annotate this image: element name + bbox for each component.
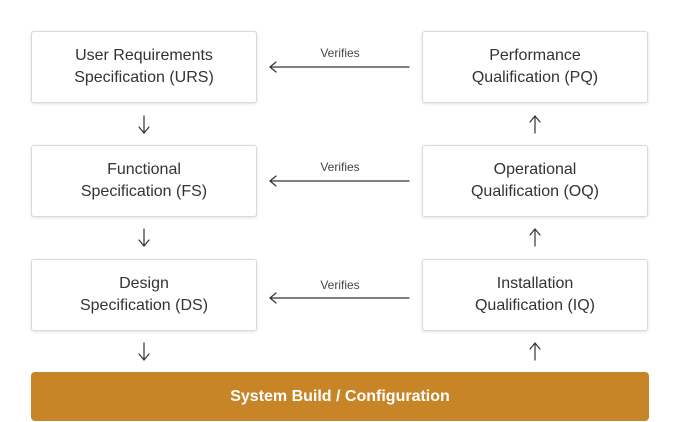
iq-line2: Qualification (IQ) xyxy=(474,297,596,314)
pq-line2: Qualification (PQ) xyxy=(471,69,599,86)
pq-line1: Performance xyxy=(489,47,581,64)
urs-line1: User Requirements xyxy=(75,47,213,64)
system-build-bar: System Build / Configuration xyxy=(31,372,649,421)
arrow-pq-to-urs xyxy=(269,61,410,73)
urs-line2: Specification (URS) xyxy=(74,69,214,86)
ds-line2: Specification (DS) xyxy=(79,297,209,314)
system-build-label: System Build / Configuration xyxy=(230,387,450,405)
oq-box: Operational Qualification (OQ) xyxy=(422,145,648,217)
pq-box: Performance Qualification (PQ) xyxy=(422,31,648,103)
arrow-ds-to-build xyxy=(138,342,150,361)
fs-line2: Specification (FS) xyxy=(80,183,208,200)
arrow-fs-to-ds xyxy=(138,228,150,247)
ds-box: Design Specification (DS) xyxy=(31,259,257,331)
ds-line1: Design xyxy=(119,275,169,292)
verifies-label-pq-urs: Verifies xyxy=(320,46,360,60)
arrow-oq-to-pq xyxy=(529,115,541,134)
fs-box: Functional Specification (FS) xyxy=(31,145,257,217)
iq-box: Installation Qualification (IQ) xyxy=(422,259,648,331)
oq-line1: Operational xyxy=(493,161,577,178)
oq-line2: Qualification (OQ) xyxy=(470,183,600,200)
fs-line1: Functional xyxy=(107,161,181,178)
verifies-label-oq-fs: Verifies xyxy=(320,160,360,174)
arrow-build-to-iq xyxy=(529,342,541,361)
arrow-iq-to-oq xyxy=(529,228,541,247)
iq-line1: Installation xyxy=(496,275,574,292)
verifies-label-iq-ds: Verifies xyxy=(320,278,360,292)
urs-box: User Requirements Specification (URS) xyxy=(31,31,257,103)
arrow-iq-to-ds xyxy=(269,292,410,304)
arrow-urs-to-fs xyxy=(138,115,150,134)
arrow-oq-to-fs xyxy=(269,175,410,187)
